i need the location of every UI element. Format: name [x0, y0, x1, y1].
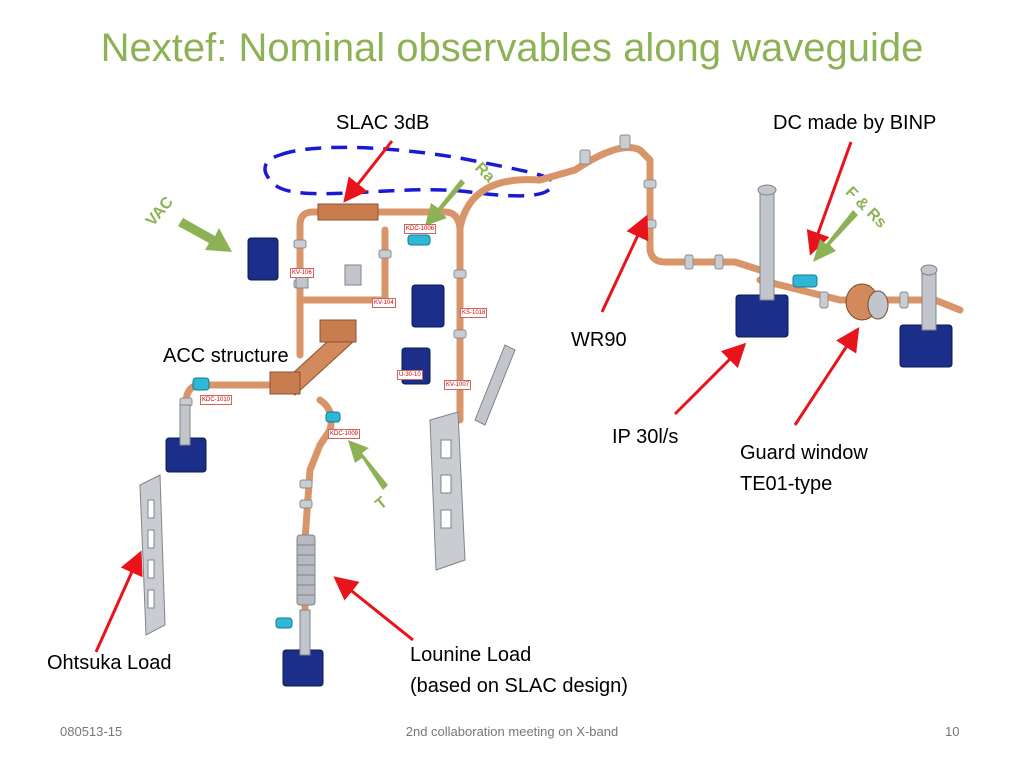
- t-arrow: [348, 440, 388, 490]
- tag-kv-104: KV-104: [372, 298, 396, 308]
- lounine-load-bellows: [296, 534, 316, 606]
- label-lounine-load: Lounine Load: [410, 644, 532, 666]
- footer-meeting: 2nd collaboration meeting on X-band: [405, 724, 619, 739]
- label-dc-binp: DC made by BINP: [773, 112, 937, 134]
- label-slac-3db: SLAC 3dB: [336, 112, 430, 134]
- footer-date: 080513-15: [60, 724, 123, 739]
- label-acc-structure: ACC structure: [163, 345, 289, 367]
- flanges: [179, 134, 909, 509]
- tag-kdc-1006: KDC-1006: [404, 224, 437, 234]
- footer-page-number: 10: [945, 724, 960, 739]
- label-wr90: WR90: [571, 329, 627, 351]
- label-guard-window: Guard window: [740, 442, 868, 464]
- support-stands: [139, 411, 466, 636]
- slide-title: Nextef: Nominal observables along wavegu…: [100, 26, 924, 70]
- vac-arrow: [178, 218, 232, 252]
- tag-kdc-1009: KDC-1009: [328, 429, 361, 439]
- tag-u-30-10: U-30-10: [397, 370, 423, 380]
- cyan-couplers: [192, 234, 818, 629]
- label-lounine-load-basis: (based on SLAC design): [410, 675, 628, 697]
- ra-arrow: [425, 179, 465, 226]
- ion-pumps: [165, 237, 953, 687]
- slac-3db-hybrid: [317, 203, 379, 221]
- red-arrows: [94, 140, 860, 653]
- tag-kv-1007: KV-1007: [444, 380, 472, 390]
- tag-ks-1018: KS-1018: [460, 308, 488, 318]
- vacuum-columns: [179, 184, 938, 656]
- acc-structure: [269, 319, 357, 396]
- dashed-boundary-loop: [263, 145, 554, 198]
- tag-kdc-1010: KDC-1010: [200, 395, 233, 405]
- guard-window: [845, 283, 889, 321]
- label-ip-pump: IP 30l/s: [612, 426, 679, 448]
- tag-kv-106: KV-106: [290, 268, 314, 278]
- label-ohtsuka-load: Ohtsuka Load: [47, 652, 172, 674]
- frs-arrow: [813, 210, 858, 262]
- label-guard-window-type: TE01-type: [740, 473, 833, 495]
- green-arrows: [178, 179, 858, 490]
